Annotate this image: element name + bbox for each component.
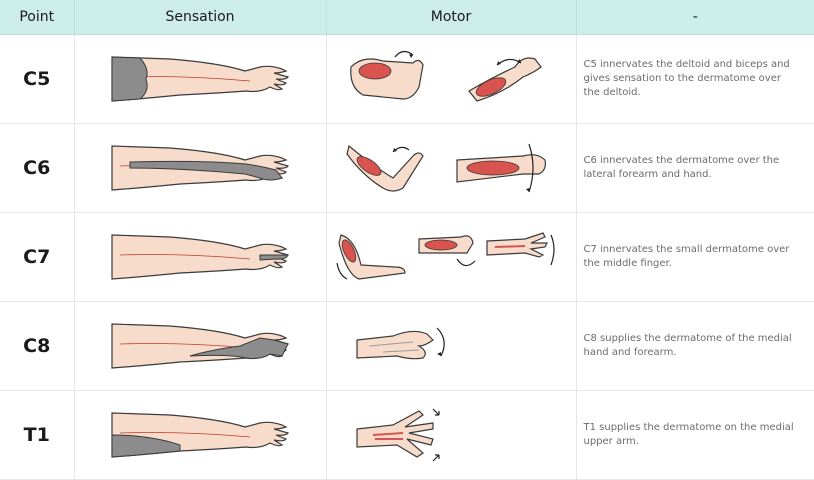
table-row: C5 [0,34,814,124]
row-description: C6 innervates the dermatome over the lat… [576,123,814,213]
header-point: Point [0,0,75,35]
row-description: C5 innervates the deltoid and biceps and… [576,34,814,124]
header-motor: Motor [326,0,577,35]
arm-lateral-forearm-icon [110,138,290,198]
sensation-cell [74,301,327,391]
motor-cell [326,212,577,302]
sensation-cell [74,212,327,302]
arm-upper-deltoid-icon [110,49,290,109]
row-description: C8 supplies the dermatome of the medial … [576,301,814,391]
point-label: C8 [0,301,75,391]
deltoid-raise-icon [349,50,542,102]
finger-flex-icon [355,327,445,360]
point-label: C7 [0,212,75,302]
table-row: C8 C8 supplies the dermatome of the medi… [0,301,814,391]
row-description: T1 supplies the dermatome on the medial … [576,390,814,480]
header-sensation: Sensation [74,0,327,35]
sensation-cell [74,123,327,213]
header-row: Point Sensation Motor - [0,0,814,35]
row-description: C7 innervates the small dermatome over t… [576,212,814,302]
motor-cell [326,390,577,480]
point-label: C5 [0,34,75,124]
arm-medial-hand-icon [110,316,289,376]
motor-cell [326,34,577,124]
table-row: C6 [0,123,814,213]
arm-medial-upper-arm-icon [110,405,290,465]
table-row: T1 T1 supplies the dermatome on the medi… [0,390,814,480]
sensation-cell [74,34,327,124]
sensation-cell [74,390,327,480]
motor-cell [326,301,577,391]
point-label: T1 [0,390,75,480]
arm-middle-finger-icon [110,227,289,287]
elbow-flex-icon [345,143,546,193]
finger-spread-icon [355,408,440,462]
header-description: - [576,0,814,35]
table-row: C7 [0,212,814,302]
motor-cell [326,123,577,213]
point-label: C6 [0,123,75,213]
elbow-extend-icon [335,232,555,280]
